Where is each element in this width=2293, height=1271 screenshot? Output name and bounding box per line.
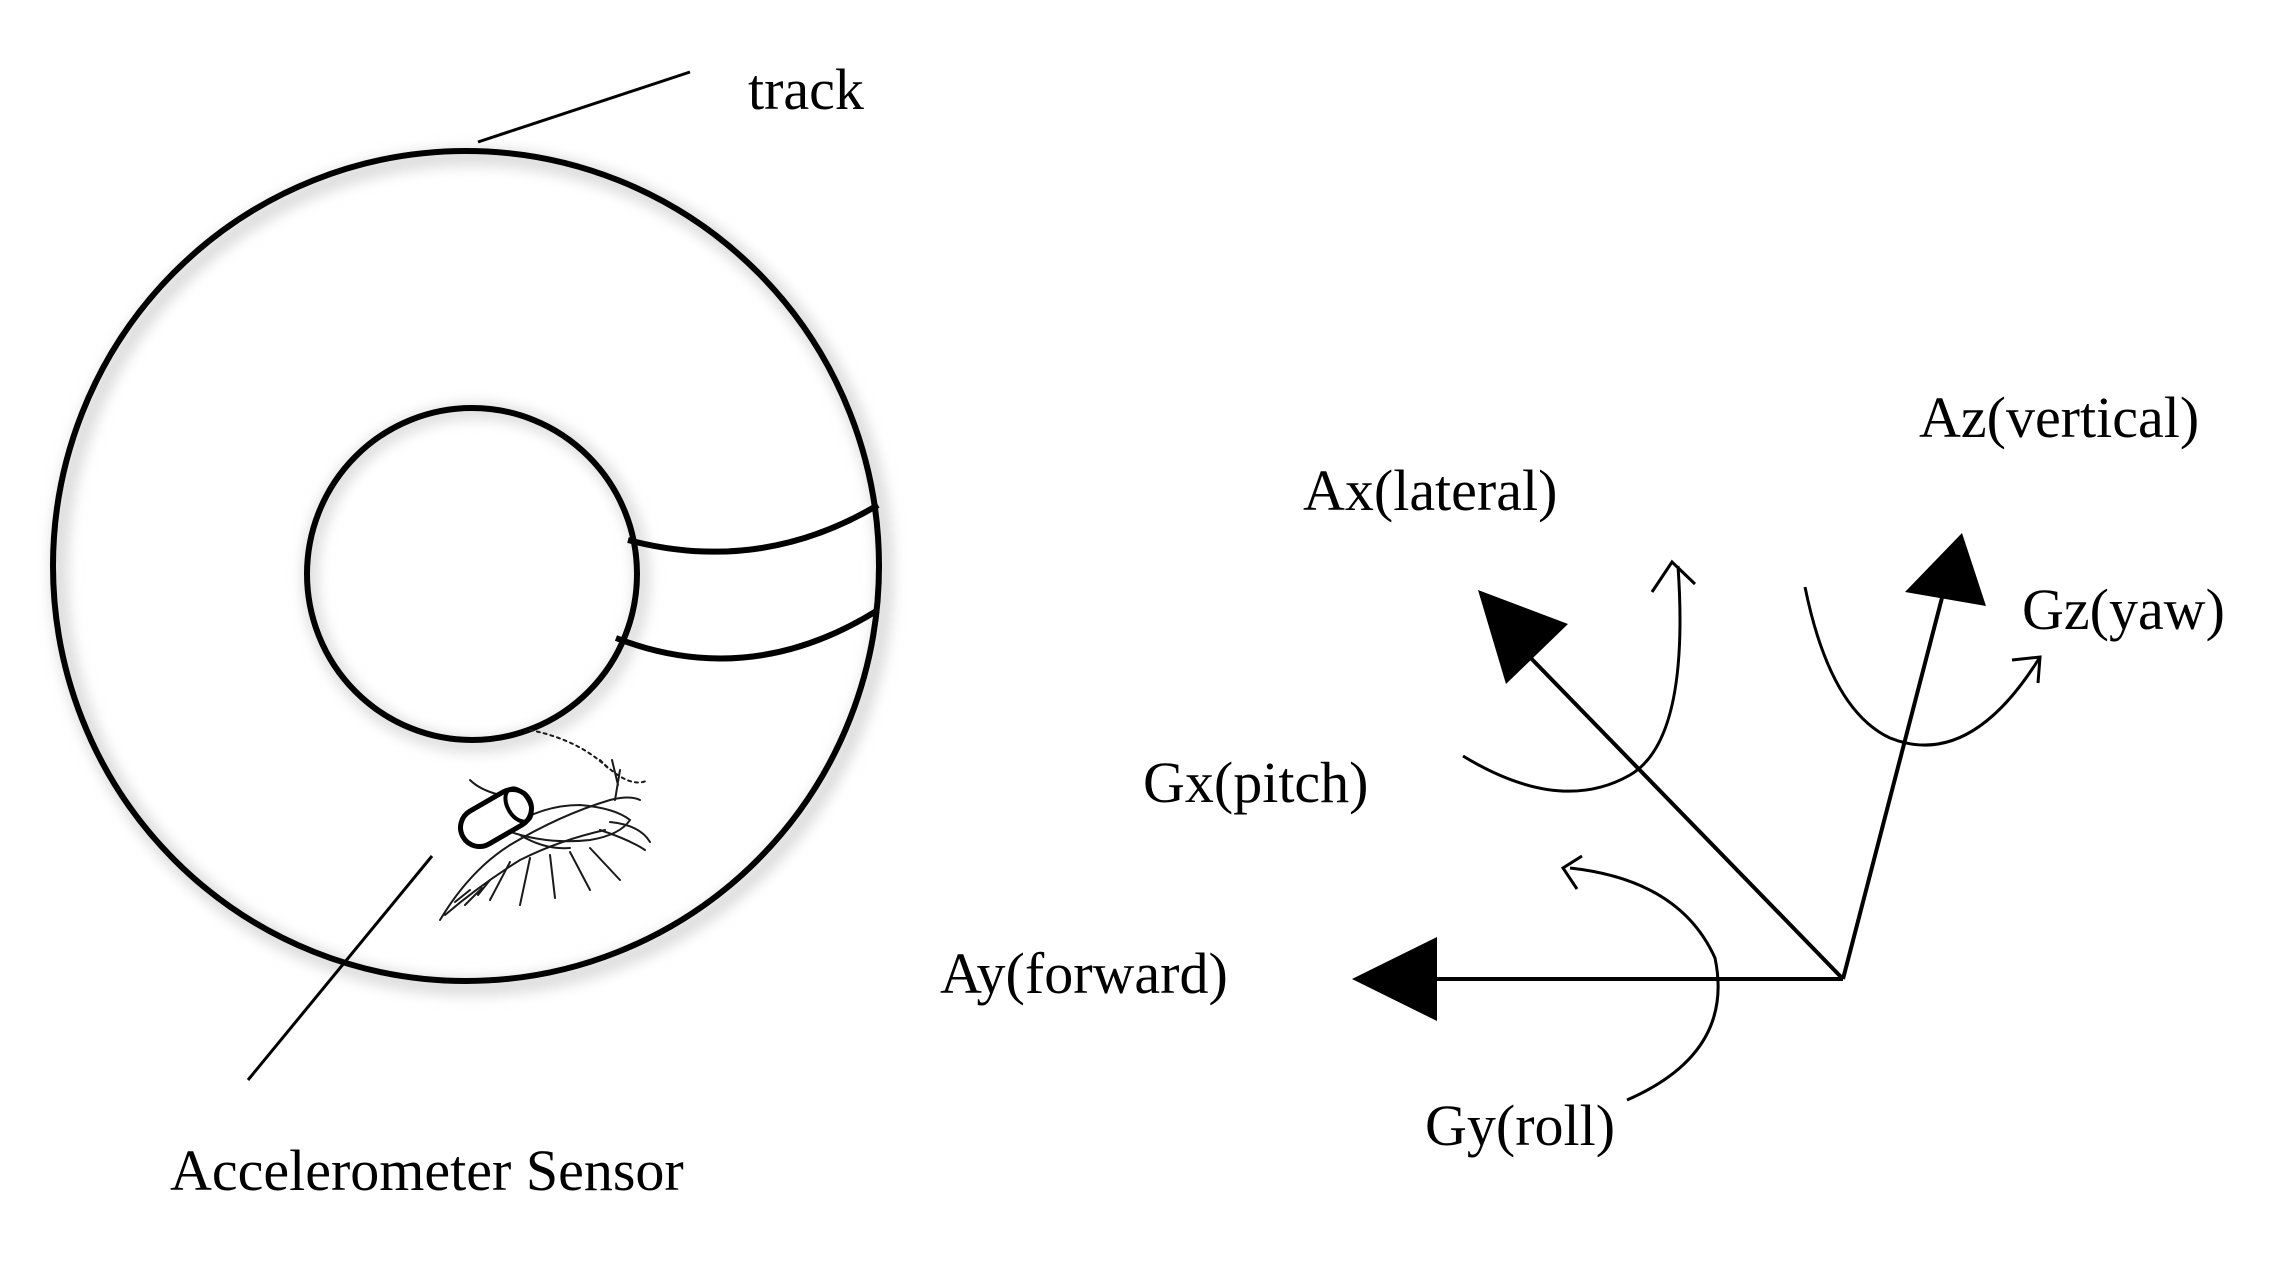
accelerometer-sensor-icon — [458, 786, 534, 849]
gx-arrowhead-icon — [1650, 559, 1697, 593]
gz-label: Gz(yaw) — [2022, 577, 2225, 642]
accelerometer-sensor-label: Accelerometer Sensor — [170, 1138, 684, 1203]
track-label: track — [748, 57, 864, 122]
gy-arrowhead-icon — [1560, 854, 1583, 890]
ay-label: Ay(forward) — [940, 941, 1228, 1006]
ay-arrowhead-icon — [1352, 937, 1437, 1021]
az-arrowhead-icon — [1905, 533, 1986, 606]
ax-label: Ax(lateral) — [1303, 458, 1557, 523]
gz-rotation-arrow — [1803, 586, 2042, 747]
gz-arrowhead-icon — [2011, 655, 2042, 684]
track-leader-line — [477, 70, 691, 144]
gy-label: Gy(roll) — [1425, 1093, 1615, 1158]
crayfish-icon — [439, 729, 651, 921]
track-lane-upper — [627, 502, 880, 555]
ax-arrowhead-icon — [1478, 590, 1568, 684]
gy-rotation-arrow — [1569, 866, 1720, 1102]
az-label: Az(vertical) — [1919, 385, 2199, 450]
track-lane-lower — [614, 607, 880, 662]
gx-rotation-arrow — [1462, 565, 1682, 793]
axis-system — [1352, 533, 2042, 1102]
gx-label: Gx(pitch) — [1143, 750, 1369, 815]
az-axis-line — [1841, 589, 1946, 980]
track-ring — [50, 148, 893, 995]
ax-axis-line — [1520, 647, 1845, 981]
sensor-leader-line — [246, 855, 434, 1081]
